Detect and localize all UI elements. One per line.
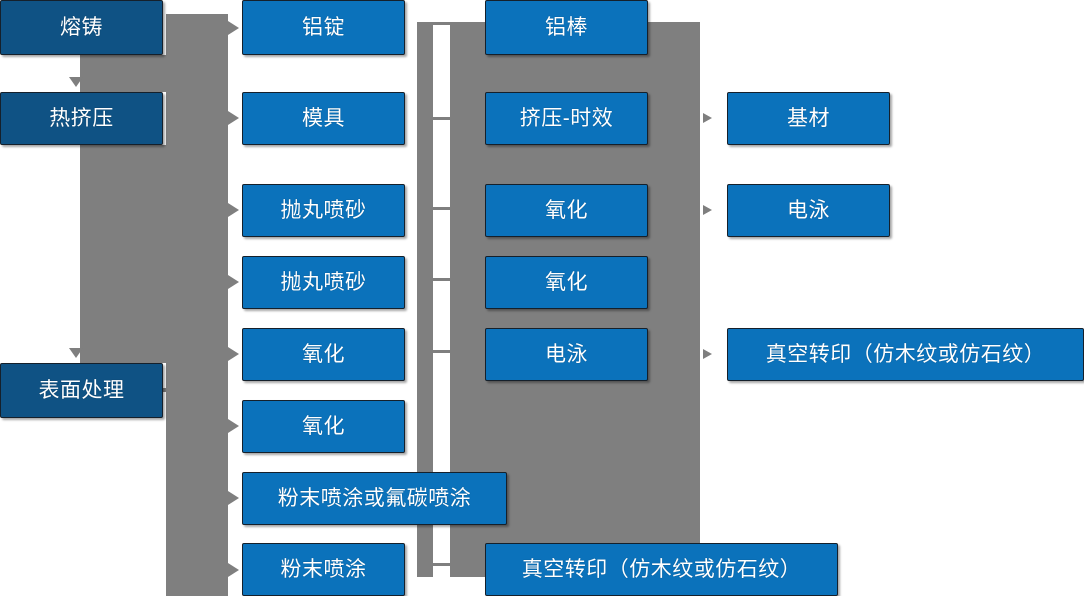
tick-link-6 xyxy=(433,563,453,566)
tick-link-5 xyxy=(433,350,453,353)
arrow-to-c2-4 xyxy=(228,275,239,289)
step-box-oxidation-4[interactable]: 氧化 xyxy=(485,256,648,309)
step-box-extrusion-aging[interactable]: 挤压-时效 xyxy=(485,92,648,145)
step-box-oxidation-1[interactable]: 氧化 xyxy=(242,328,405,381)
stage-label: 热挤压 xyxy=(49,106,114,130)
arrow-to-c2-2 xyxy=(228,111,239,125)
arrow-down-stage3 xyxy=(69,348,83,358)
arrow-to-c4-3 xyxy=(703,349,712,359)
output-box-base-material[interactable]: 基材 xyxy=(727,92,890,145)
output-box-electrophoresis[interactable]: 电泳 xyxy=(727,184,890,237)
output-box-vacuum-transfer-printing[interactable]: 真空转印（仿木纹或仿石纹） xyxy=(727,328,1084,381)
arrow-to-c2-1 xyxy=(228,21,239,35)
tick-link-1 xyxy=(433,22,453,25)
step-label: 氧化 xyxy=(302,342,345,366)
step-box-aluminum-rod[interactable]: 铝棒 xyxy=(485,0,648,55)
arrow-to-c2-8 xyxy=(228,563,239,577)
step-box-mold[interactable]: 模具 xyxy=(242,92,405,145)
step-label: 模具 xyxy=(302,106,345,130)
connector-band-col2 xyxy=(166,14,228,596)
tick-link-4 xyxy=(433,278,453,281)
step-box-shot-blasting-2[interactable]: 抛丸喷砂 xyxy=(242,256,405,309)
tick-link-2 xyxy=(433,117,453,120)
output-label: 电泳 xyxy=(787,198,830,222)
arrow-to-c4-1 xyxy=(703,113,712,123)
step-label: 氧化 xyxy=(545,198,588,222)
output-label: 基材 xyxy=(787,106,830,130)
step-label: 挤压-时效 xyxy=(519,106,614,130)
output-label: 真空转印（仿木纹或仿石纹） xyxy=(765,342,1046,366)
arrow-to-c2-6 xyxy=(228,419,239,433)
stage-box-surface-treatment[interactable]: 表面处理 xyxy=(0,363,163,418)
step-label: 粉末喷涂或氟碳喷涂 xyxy=(277,486,472,510)
stage-box-melting[interactable]: 熔铸 xyxy=(0,0,163,55)
step-label: 氧化 xyxy=(302,414,345,438)
arrow-to-c2-3 xyxy=(228,203,239,217)
stage-label: 熔铸 xyxy=(60,15,103,39)
step-label: 铝锭 xyxy=(302,15,345,39)
step-box-electrophoresis-1[interactable]: 电泳 xyxy=(485,328,648,381)
step-label: 真空转印（仿木纹或仿石纹） xyxy=(521,557,802,581)
step-box-powder-or-fluorocarbon-coating[interactable]: 粉末喷涂或氟碳喷涂 xyxy=(242,472,507,525)
step-label: 氧化 xyxy=(545,270,588,294)
step-box-powder-coating[interactable]: 粉末喷涂 xyxy=(242,543,405,596)
arrow-down-stage2 xyxy=(69,77,83,87)
step-label: 粉末喷涂 xyxy=(280,557,367,581)
arrow-to-c4-2 xyxy=(703,205,712,215)
step-label: 抛丸喷砂 xyxy=(280,198,367,222)
connector-riser-col3 xyxy=(417,22,433,577)
arrow-to-c2-7 xyxy=(228,491,239,505)
connector-stage1-to-stage2 xyxy=(80,55,180,92)
step-box-vacuum-transfer-printing-1[interactable]: 真空转印（仿木纹或仿石纹） xyxy=(485,543,838,596)
stage-label: 表面处理 xyxy=(38,378,125,402)
step-box-oxidation-3[interactable]: 氧化 xyxy=(485,184,648,237)
step-box-oxidation-2[interactable]: 氧化 xyxy=(242,400,405,453)
connector-stage-spine xyxy=(80,145,180,363)
step-label: 铝棒 xyxy=(545,15,588,39)
arrow-to-c2-5 xyxy=(228,347,239,361)
stage-box-hot-extrusion[interactable]: 热挤压 xyxy=(0,92,163,145)
step-box-aluminum-ingot[interactable]: 铝锭 xyxy=(242,0,405,55)
step-label: 抛丸喷砂 xyxy=(280,270,367,294)
step-box-shot-blasting-1[interactable]: 抛丸喷砂 xyxy=(242,184,405,237)
tick-link-3 xyxy=(433,207,453,210)
step-label: 电泳 xyxy=(545,342,588,366)
